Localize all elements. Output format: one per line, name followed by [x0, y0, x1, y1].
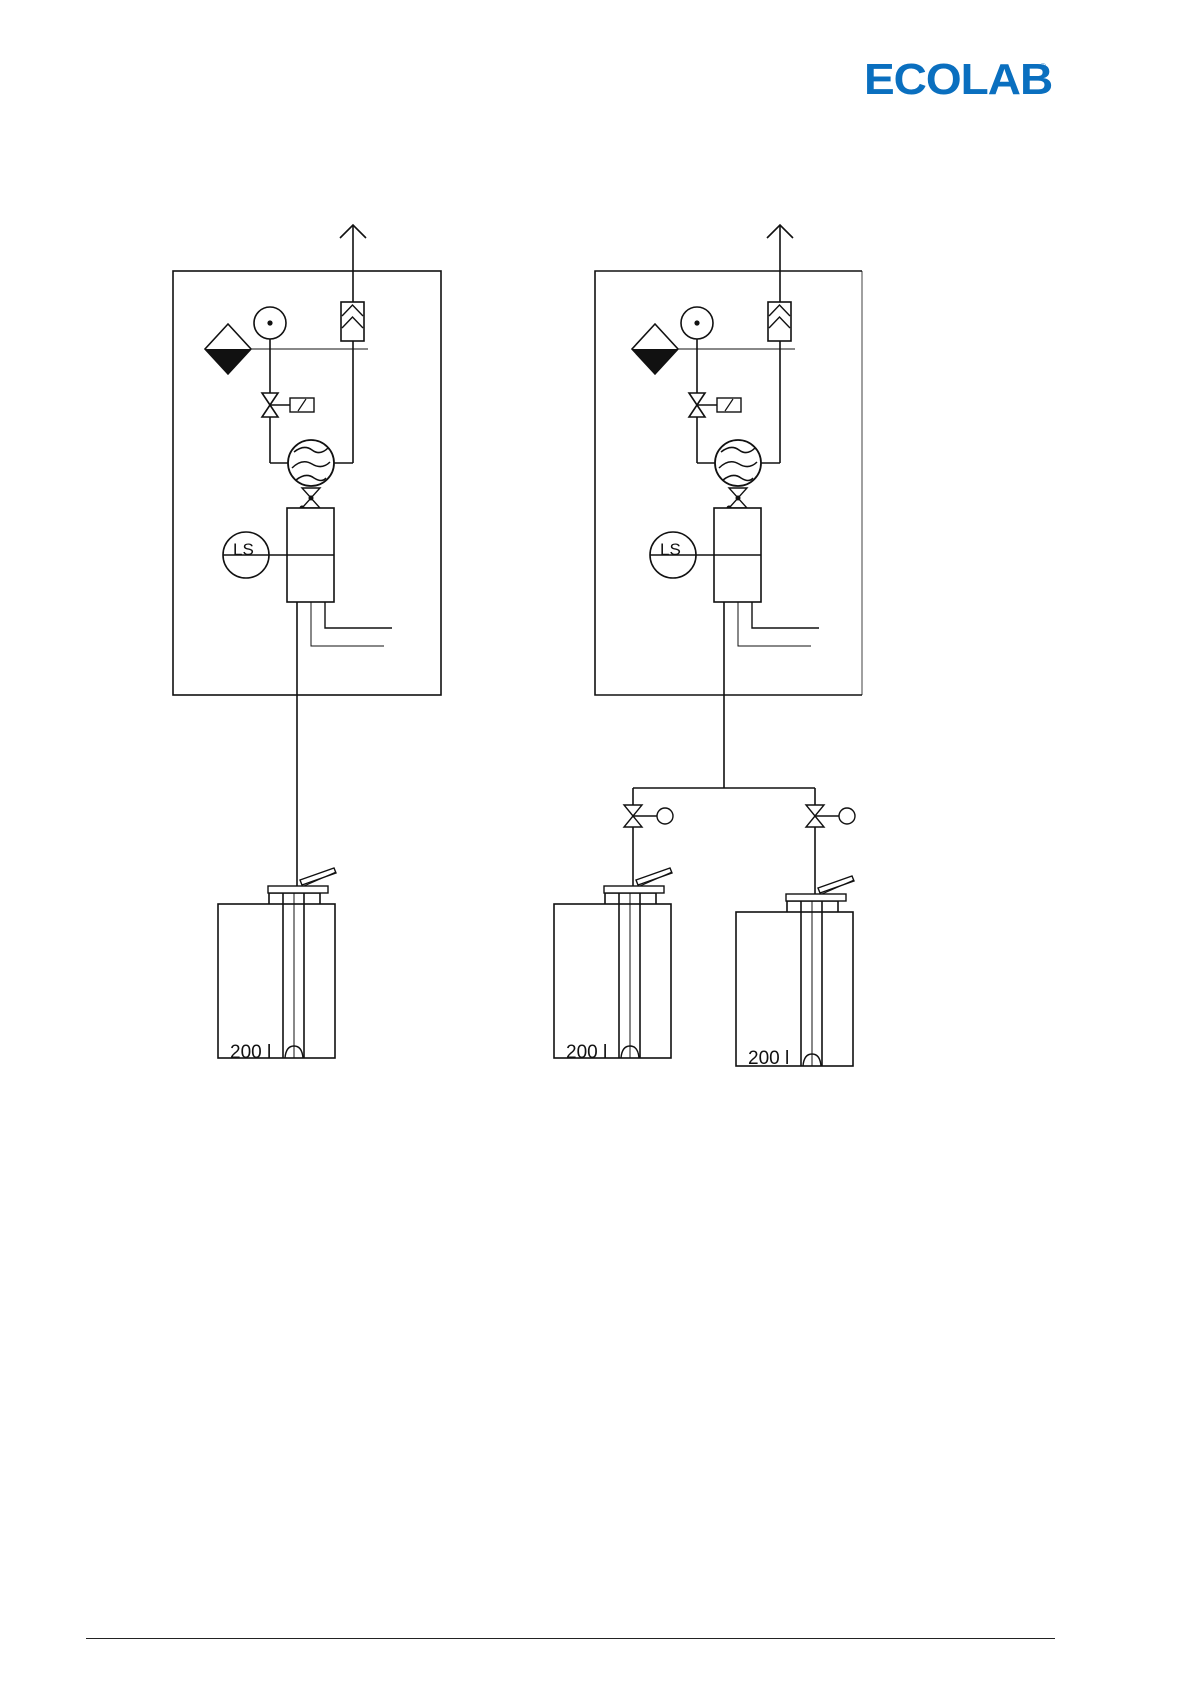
right-level-switch-label: LS — [660, 540, 681, 559]
right-dosing-unit: LS — [595, 225, 862, 695]
right-tank-1-capacity: 200 l — [566, 1042, 607, 1063]
right-tank-2-capacity: 200 l — [748, 1048, 789, 1069]
left-tank: 200 l — [218, 868, 336, 1063]
right-tank-1: 200 l — [554, 868, 672, 1063]
footer-divider — [86, 1638, 1055, 1639]
right-tank-2: 200 l — [736, 876, 854, 1069]
manifold-valve-right — [806, 805, 855, 827]
manifold-valve-left — [624, 805, 673, 827]
left-tank-capacity: 200 l — [230, 1042, 271, 1063]
left-level-switch-label: LS — [233, 540, 254, 559]
left-dosing-unit: LS — [173, 225, 441, 695]
